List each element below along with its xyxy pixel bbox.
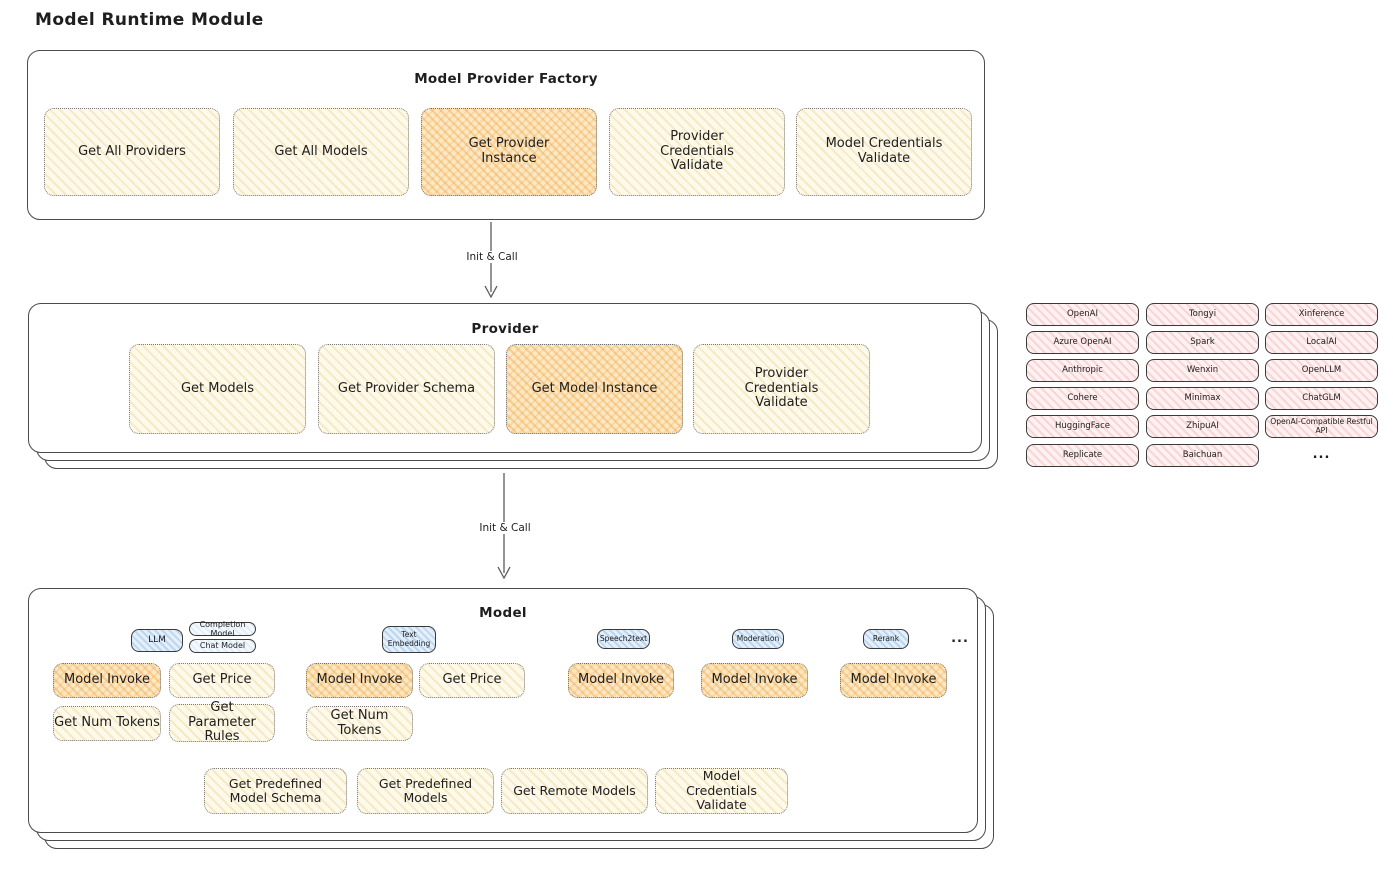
provider-chip-cohere: Cohere (1026, 387, 1139, 410)
provider-panel-title: Provider (471, 321, 539, 337)
provider-chip-huggingface: HuggingFace (1026, 415, 1139, 438)
embedding-model-invoke-node: Model Invoke (306, 663, 413, 698)
embedding-get-price-node: Get Price (419, 663, 525, 698)
provider-panel: Provider Get Models Get Provider Schema … (28, 303, 982, 453)
provider-chip-replicate: Replicate (1026, 444, 1139, 467)
provider-chip-anthropic: Anthropic (1026, 359, 1139, 382)
tag-speech2text: Speech2text (597, 629, 650, 649)
get-remote-models-node: Get Remote Models (501, 768, 648, 814)
provider-chip-minimax: Minimax (1146, 387, 1259, 410)
speech2text-model-invoke-node: Model Invoke (568, 663, 674, 698)
model-credentials-validate-node: Model Credentials Validate (655, 768, 788, 814)
factory-panel: Model Provider Factory Get All Providers… (27, 50, 985, 220)
model-panel: Model LLM Completion Model Chat Model Te… (28, 588, 978, 833)
tag-llm: LLM (131, 629, 183, 652)
provider-chip-azure-openai: Azure OpenAI (1026, 331, 1139, 354)
factory-get-all-models-node: Get All Models (233, 108, 409, 196)
factory-get-provider-instance-node: Get Provider Instance (421, 108, 597, 196)
factory-get-all-providers-node: Get All Providers (44, 108, 220, 196)
provider-chip-openai-compatible: OpenAI-Compatible Restful API (1265, 415, 1378, 438)
provider-chip-wenxin: Wenxin (1146, 359, 1259, 382)
factory-model-credentials-validate-node: Model Credentials Validate (796, 108, 972, 196)
factory-provider-credentials-validate-node: Provider Credentials Validate (609, 108, 785, 196)
provider-get-provider-schema-node: Get Provider Schema (318, 344, 495, 434)
llm-get-parameter-rules-node: Get Parameter Rules (169, 700, 275, 744)
rerank-model-invoke-node: Model Invoke (840, 663, 947, 698)
provider-chip-tongyi: Tongyi (1146, 303, 1259, 326)
provider-chip-openai: OpenAI (1026, 303, 1139, 326)
llm-get-price-node: Get Price (169, 663, 275, 698)
page-title: Model Runtime Module (35, 10, 264, 30)
model-tags-more-ellipsis: ... (951, 630, 969, 646)
factory-panel-title: Model Provider Factory (414, 71, 598, 87)
provider-get-model-instance-node: Get Model Instance (506, 344, 683, 434)
llm-model-invoke-node: Model Invoke (53, 663, 161, 698)
provider-chip-localai: LocalAI (1265, 331, 1378, 354)
providers-more-ellipsis: ... (1312, 447, 1331, 463)
tag-text-embedding: Text Embedding (382, 626, 436, 653)
provider-chip-baichuan: Baichuan (1146, 444, 1259, 467)
provider-chip-zhipuai: ZhipuAI (1146, 415, 1259, 438)
get-predefined-models-node: Get Predefined Models (357, 768, 494, 814)
provider-credentials-validate-node: Provider Credentials Validate (693, 344, 870, 434)
get-predefined-model-schema-node: Get Predefined Model Schema (204, 768, 347, 814)
init-call-label-2: Init & Call (475, 522, 535, 534)
provider-chip-openllm: OpenLLM (1265, 359, 1378, 382)
embedding-get-num-tokens-node: Get Num Tokens (306, 706, 413, 741)
llm-get-num-tokens-node: Get Num Tokens (53, 706, 161, 741)
provider-chip-spark: Spark (1146, 331, 1259, 354)
init-call-label-1: Init & Call (462, 251, 522, 263)
moderation-model-invoke-node: Model Invoke (701, 663, 808, 698)
provider-get-models-node: Get Models (129, 344, 306, 434)
model-panel-title: Model (479, 605, 527, 621)
tag-chat-model: Chat Model (189, 639, 256, 653)
tag-completion-model: Completion Model (189, 620, 256, 638)
provider-chip-xinference: Xinference (1265, 303, 1378, 326)
tag-moderation: Moderation (732, 629, 784, 649)
tag-rerank: Rerank (863, 629, 909, 649)
provider-chip-chatglm: ChatGLM (1265, 387, 1378, 410)
